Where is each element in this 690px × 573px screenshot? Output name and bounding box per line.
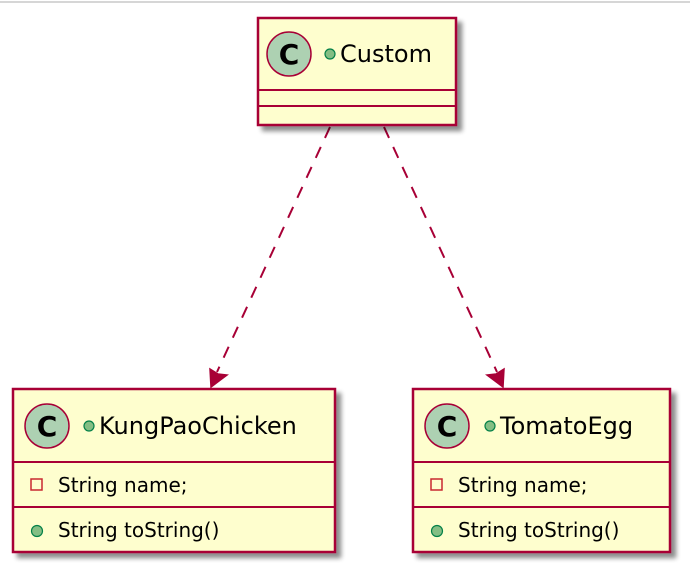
public-visibility-icon	[30, 524, 44, 538]
svg-text:C: C	[37, 410, 58, 443]
public-visibility-icon	[324, 48, 336, 60]
method-tostring: String toString()	[58, 518, 219, 542]
private-visibility-icon	[430, 478, 443, 491]
class-badge-icon: C	[266, 31, 312, 77]
class-box-kungpaochicken[interactable]: C KungPaoChicken String name; String toS…	[11, 387, 337, 554]
public-visibility-icon	[484, 420, 496, 432]
field-name: String name;	[58, 473, 188, 497]
class-name-custom: Custom	[340, 40, 432, 68]
class-name-kungpaochicken: KungPaoChicken	[99, 412, 297, 440]
class-badge-icon: C	[424, 403, 470, 449]
field-name: String name;	[458, 473, 588, 497]
public-visibility-icon	[83, 420, 95, 432]
svg-text:C: C	[437, 410, 458, 443]
class-box-custom[interactable]: C Custom	[256, 16, 458, 127]
private-visibility-icon	[30, 478, 43, 491]
class-badge-icon: C	[24, 403, 70, 449]
svg-text:C: C	[279, 38, 300, 71]
relation-custom-to-kungpaochicken	[209, 126, 331, 389]
class-box-tomatoegg[interactable]: C TomatoEgg String name; String toString…	[411, 387, 672, 554]
relation-custom-to-tomatoegg	[383, 126, 505, 389]
class-name-tomatoegg: TomatoEgg	[499, 412, 633, 440]
method-tostring: String toString()	[458, 518, 619, 542]
public-visibility-icon	[430, 524, 444, 538]
